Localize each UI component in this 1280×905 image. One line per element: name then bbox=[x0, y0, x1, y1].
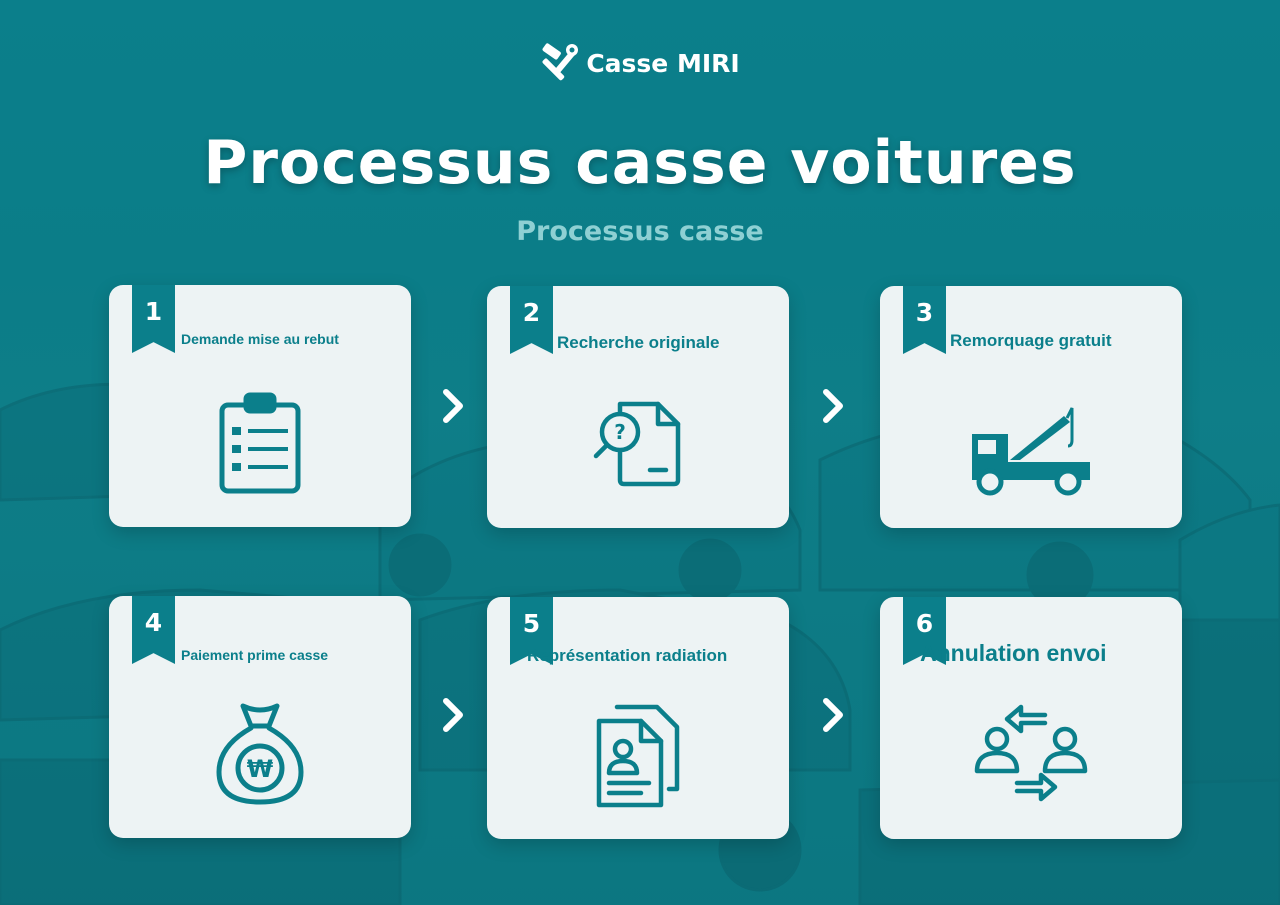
chevron-right-icon bbox=[823, 389, 843, 423]
step-card-4: 4 Paiement prime casse ₩ bbox=[109, 596, 411, 838]
step-card-2: 2 Recherche originale ? bbox=[487, 286, 789, 528]
money-bag-icon: ₩ bbox=[216, 703, 304, 805]
page-subtitle: Processus casse bbox=[516, 216, 764, 247]
brand-name: Casse MIRI bbox=[586, 48, 740, 78]
chevron-right-icon bbox=[823, 698, 843, 732]
step-number-badge: 5 bbox=[510, 597, 553, 665]
step-label: Annulation envoi bbox=[920, 640, 1107, 666]
tools-icon bbox=[542, 43, 579, 81]
step-number-badge: 3 bbox=[903, 286, 946, 354]
people-exchange-icon bbox=[974, 704, 1088, 802]
step-card-1: 1 Demande mise au rebut bbox=[109, 285, 411, 527]
clipboard-icon bbox=[219, 392, 301, 494]
step-number-badge: 4 bbox=[132, 596, 175, 664]
step-card-3: 3 Remorquage gratuit bbox=[880, 286, 1182, 528]
svg-text:?: ? bbox=[614, 420, 626, 444]
svg-text:₩: ₩ bbox=[247, 755, 274, 783]
step-label: Représentation radiation bbox=[527, 646, 728, 665]
page-title: Processus casse voitures bbox=[203, 128, 1077, 198]
tow-truck-icon bbox=[972, 407, 1090, 496]
step-card-5: 5 Représentation radiation bbox=[487, 597, 789, 839]
step-card-6: 6 Annulation envoi bbox=[880, 597, 1182, 839]
documents-id-icon bbox=[596, 704, 680, 808]
chevron-right-icon bbox=[443, 389, 463, 423]
document-search-icon: ? bbox=[593, 401, 681, 487]
brand[interactable]: Casse MIRI bbox=[0, 42, 1280, 84]
step-label: Paiement prime casse bbox=[181, 647, 329, 663]
step-label: Remorquage gratuit bbox=[950, 331, 1112, 350]
step-label: Demande mise au rebut bbox=[181, 331, 339, 347]
step-label: Recherche originale bbox=[557, 333, 720, 352]
step-number-badge: 2 bbox=[510, 286, 553, 354]
step-number-badge: 6 bbox=[903, 597, 946, 665]
chevron-right-icon bbox=[443, 698, 463, 732]
step-number-badge: 1 bbox=[132, 285, 175, 353]
